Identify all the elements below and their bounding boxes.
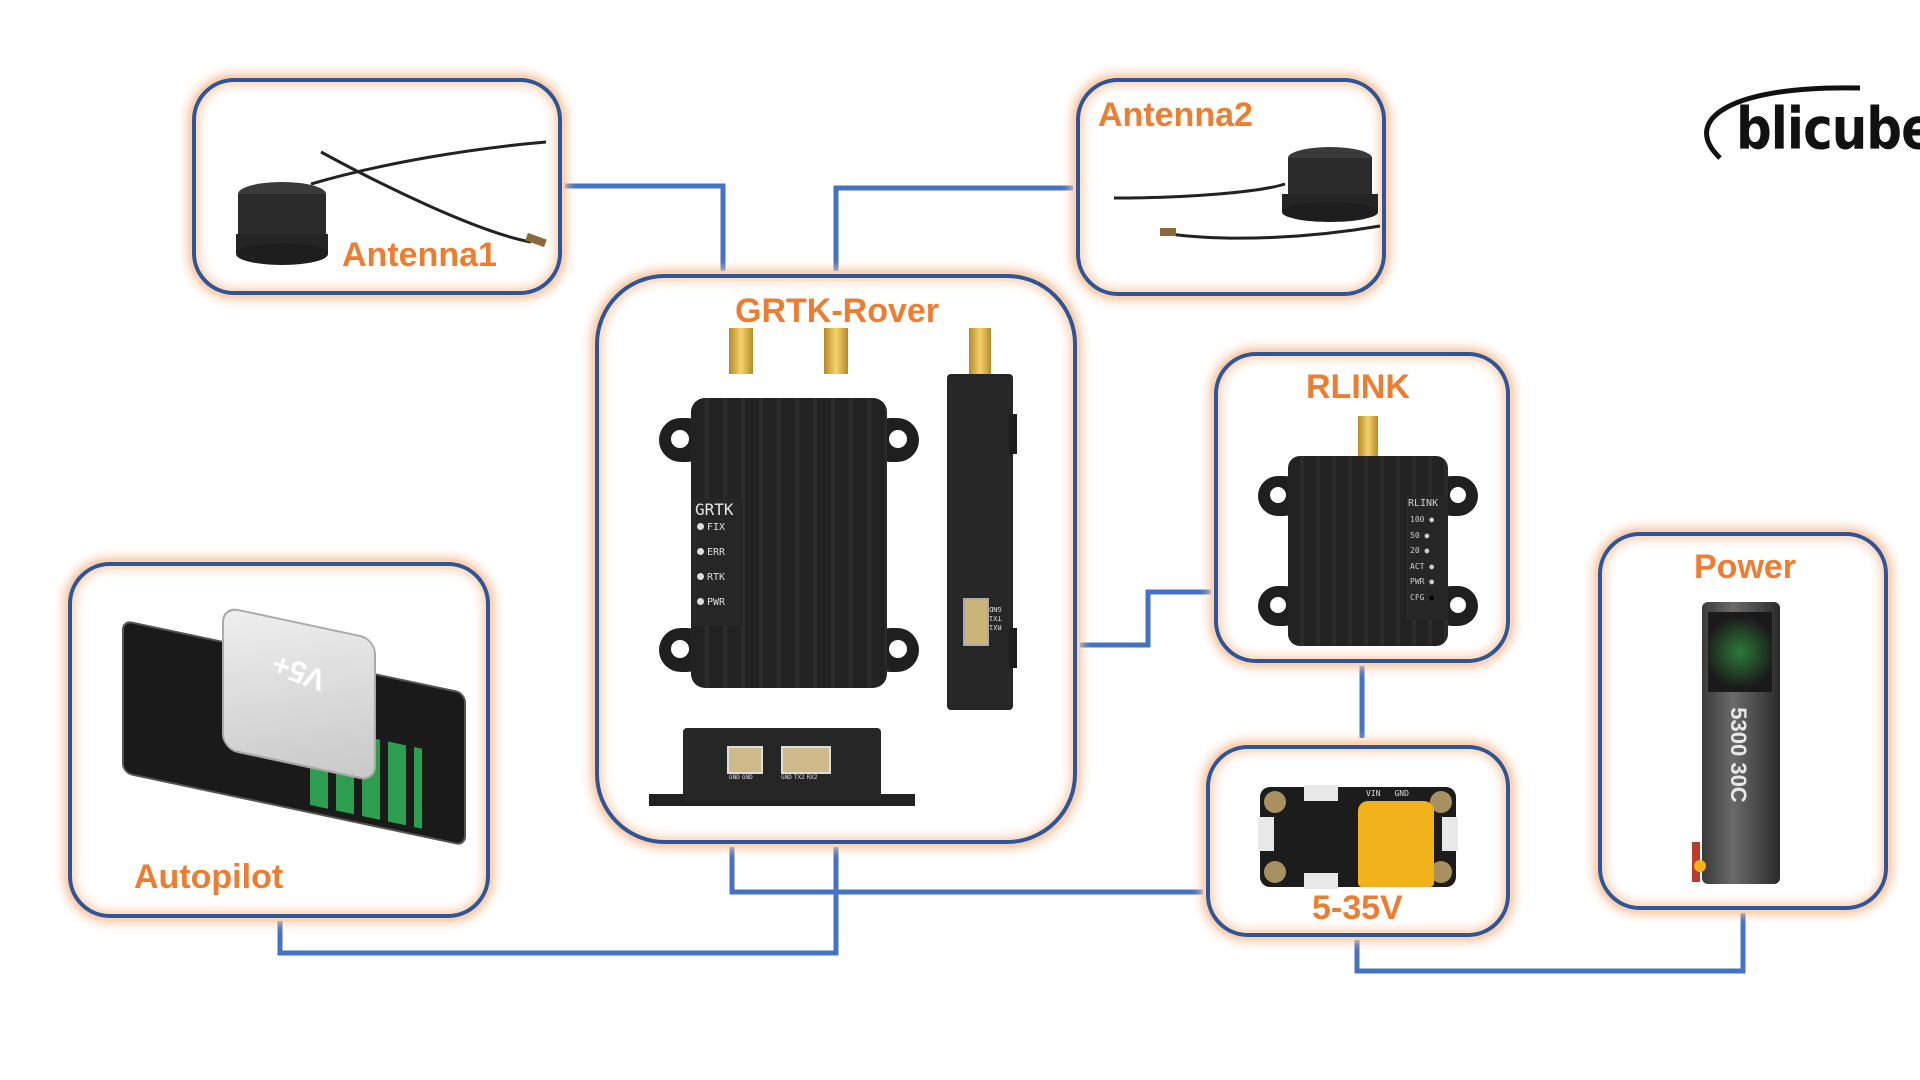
battery-text: 5300 30C: [1726, 707, 1751, 803]
rlink-led-panel: RLINK 100 ● 50 ● 20 ● ACT ● PWR ● CFG ●: [1406, 496, 1448, 620]
xt60-connector: [1358, 801, 1434, 887]
led-act: ACT ●: [1410, 561, 1435, 571]
led-100: 100 ●: [1410, 515, 1435, 524]
led-rtk: RTK: [697, 572, 725, 597]
side-port-pins: RX1 TX1 GND: [989, 605, 1002, 631]
wire-grtk-5v: [729, 842, 1208, 895]
autopilot-label: Autopilot: [134, 858, 284, 896]
grtk-rover-label: GRTK-Rover: [735, 292, 940, 330]
rlink-label: RLINK: [1306, 368, 1410, 406]
logo-text: blicube: [1736, 95, 1920, 163]
led-50: 50 ●: [1410, 530, 1430, 540]
rlink-panel-title: RLINK: [1408, 498, 1439, 509]
logo-swoosh-icon: [1704, 85, 1861, 160]
node-grtk-rover: GRTK-Rover GRTK FIX ERR RTK PWR: [595, 274, 1077, 844]
led-pwr: PWR ●: [1410, 577, 1435, 586]
sma-connector-1: [729, 328, 753, 374]
led-20: 20 ●: [1410, 546, 1430, 555]
node-antenna2: Antenna2: [1076, 78, 1386, 296]
wire-antenna1-grtk: [560, 183, 726, 276]
antenna2-label: Antenna2: [1098, 96, 1253, 134]
power-label: Power: [1694, 548, 1797, 586]
battery-image: 5300 30C: [1692, 602, 1792, 892]
antenna1-image: [236, 140, 547, 265]
grtk-side-view: RX1 TX1 GND: [947, 328, 1027, 710]
led-cfg: CFG ●: [1410, 592, 1435, 602]
antenna1-label: Antenna1: [342, 236, 497, 274]
grtk-body: GRTK FIX ERR RTK PWR: [659, 398, 919, 688]
node-rlink: RLINK RLINK 100 ● 50 ● 20 ● ACT ● PWR ● …: [1214, 352, 1510, 663]
node-antenna1: Antenna1: [192, 78, 562, 295]
sma-connector-2: [824, 328, 848, 374]
power-module-label: 5-35V: [1312, 889, 1403, 927]
rlink-device: RLINK 100 ● 50 ● 20 ● ACT ● PWR ● CFG ●: [1258, 416, 1478, 646]
node-power: Power 5300 30C: [1598, 532, 1888, 910]
led-err: ERR: [697, 547, 725, 572]
node-autopilot: V5+ Autopilot: [68, 562, 490, 918]
power-port: [727, 746, 763, 774]
data-port: [781, 746, 831, 774]
autopilot-image: V5+: [112, 605, 472, 856]
wire-grtk-rlink: [1075, 589, 1215, 648]
wire-antenna2-grtk: [833, 185, 1078, 276]
blicube-logo: blicube: [1690, 80, 1920, 175]
antenna2-image: [1113, 147, 1381, 240]
side-uart-port: [963, 598, 989, 646]
grtk-panel-title: GRTK: [695, 500, 734, 519]
grtk-led-list: FIX ERR RTK PWR: [697, 522, 725, 622]
led-pwr: PWR: [697, 597, 725, 622]
grtk-front-view: GRTK FIX ERR RTK PWR: [659, 328, 919, 688]
led-fix: FIX: [697, 522, 725, 547]
grtk-led-panel: GRTK FIX ERR RTK PWR: [691, 498, 743, 626]
rlink-led-list: 100 ● 50 ● 20 ● ACT ● PWR ● CFG ●: [1410, 512, 1434, 605]
